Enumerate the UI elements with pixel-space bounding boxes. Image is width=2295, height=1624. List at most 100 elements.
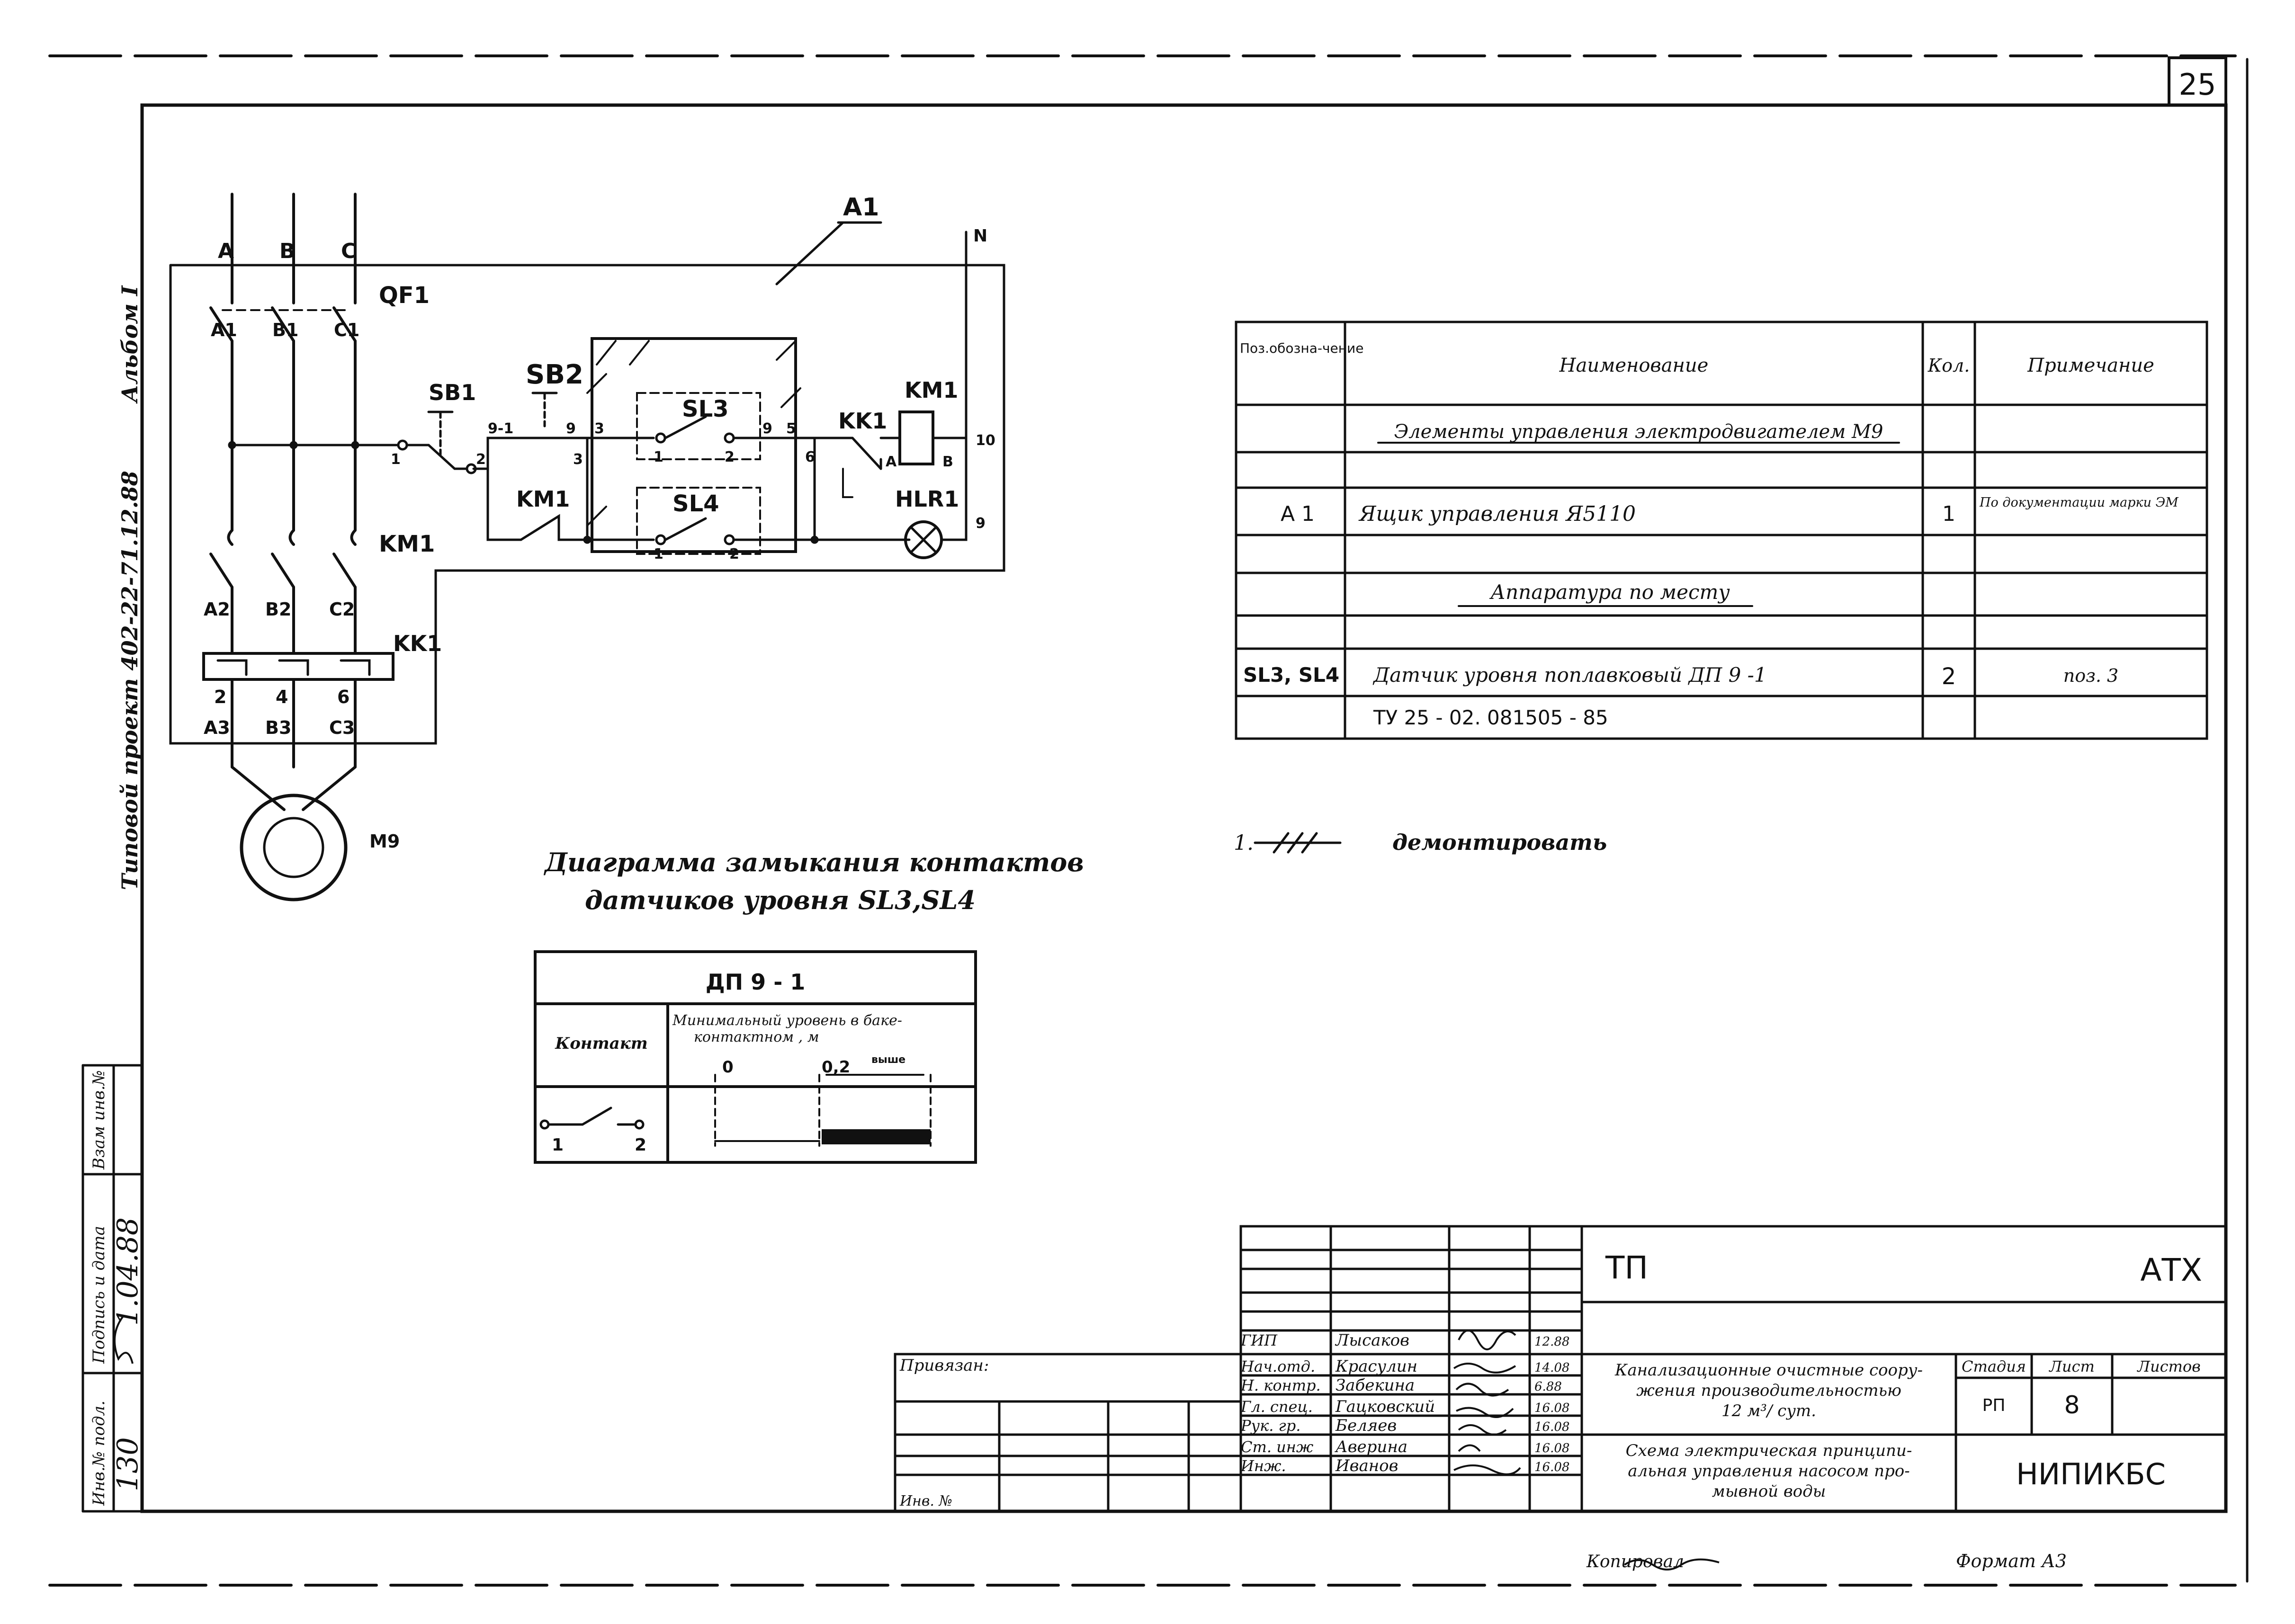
format-label: Формат А3 (1956, 1551, 2067, 1571)
motor-m9-outer (240, 794, 348, 901)
tb-role-2: Н. контр. (1240, 1376, 1321, 1394)
tb-role-3: Гл. спец. (1240, 1398, 1313, 1416)
sb2-start-button (531, 392, 589, 541)
sl4-contact (586, 517, 911, 545)
sb1-stop-button (397, 410, 477, 474)
node-5: 5 (786, 420, 796, 437)
a1-leader (775, 221, 844, 286)
tb-role-0: ГИП (1240, 1331, 1278, 1349)
signatures (114, 1315, 1720, 1570)
motor-leads (231, 678, 357, 811)
node-10: 10 (976, 432, 995, 449)
sb1-label: SB1 (429, 380, 476, 405)
tb-name-4: Беляев (1335, 1416, 1397, 1435)
tb-date-4: 16.08 (1534, 1420, 1569, 1434)
tb-name-1: Красулин (1335, 1357, 1417, 1376)
closed-range-bar (822, 1129, 931, 1144)
motor-label: M9 (369, 831, 400, 852)
kk1-num-4: 4 (276, 687, 288, 707)
node-dot-3 (583, 535, 592, 544)
spec-a1-note: По документации марки ЭМ (1979, 495, 2179, 510)
node-9-1: 9-1 (488, 420, 513, 437)
term-a1: A1 (211, 320, 237, 340)
diagram-col2-line2: контактном , м (694, 1029, 819, 1045)
term-c2: C2 (329, 599, 355, 620)
diagram-scale (714, 1074, 932, 1147)
tb-stage-header: Стадия (1962, 1357, 2026, 1375)
term-b2: B2 (265, 599, 291, 620)
tb-name-3: Гацковский (1335, 1397, 1435, 1416)
note-number: 1. (1234, 831, 1254, 855)
tb-object-1: Канализационные очистные соору- (1614, 1361, 1923, 1380)
diagram-title-2: датчиков уровня SL3,SL4 (585, 885, 976, 915)
note-text: демонтировать (1392, 830, 1607, 855)
spec-header-name: Наименование (1559, 355, 1709, 376)
tb-name-0: Лысаков (1335, 1331, 1409, 1350)
node-1: 1 (391, 451, 401, 468)
contact-diagram-grid (534, 950, 977, 1164)
node-a: A (886, 454, 897, 470)
diagram-col-contact: Контакт (555, 1034, 647, 1053)
wire-lamp-n (940, 437, 968, 541)
sl4-term-1: 1 (654, 546, 663, 562)
a1-label: A1 (843, 193, 879, 222)
spec-table-grid (1235, 321, 2208, 740)
a1-enclosure (169, 264, 1005, 745)
spec-a1-name: Ящик управления Я5110 (1358, 502, 1636, 526)
km1-aux-branch (486, 467, 522, 541)
hlr1-label: HLR1 (895, 486, 959, 512)
sl3-contact (586, 415, 816, 444)
copied-by: Копировал (1586, 1552, 1684, 1571)
tb-object-2: жения производительностью (1636, 1381, 1901, 1400)
diagram-contact-1: 1 (552, 1135, 564, 1155)
album-label: Альбом I (117, 285, 143, 404)
tb-date-6: 16.08 (1534, 1460, 1569, 1474)
demolition-hatch (586, 340, 801, 526)
diagram-table-title: ДП 9 - 1 (706, 969, 806, 995)
node-b: B (942, 454, 953, 470)
sb2-label: SB2 (526, 359, 583, 390)
kk1-num-6: 6 (337, 687, 350, 707)
spec-section-2: Аппаратура по месту (1489, 580, 1730, 604)
phase-b-label: B (279, 239, 296, 263)
stamp-vzam: Взам инв.№ (90, 1070, 108, 1170)
spec-sl-pos: SL3, SL4 (1243, 663, 1339, 687)
tb-sheet-2: альная управления насосом про- (1628, 1462, 1910, 1481)
km1-aux-contact (520, 514, 589, 541)
tb-org: НИПИКБС (2016, 1457, 2166, 1491)
tb-role-6: Инж. (1240, 1457, 1286, 1475)
spec-header-note: Примечание (2027, 355, 2154, 376)
km1-coil-label: KM1 (905, 377, 958, 403)
node-2: 2 (476, 451, 486, 468)
km1-main-label: KM1 (379, 531, 435, 557)
tb-privyazan: Привязан: (899, 1356, 989, 1375)
wire-sb1-sb2 (472, 437, 551, 470)
demolition-box (591, 337, 797, 553)
tb-name-6: Иванов (1335, 1456, 1398, 1475)
stamp-inv-value: 130 (111, 1437, 144, 1491)
stamp-date-value: 1.04.88 (111, 1217, 144, 1326)
kk1-num-2: 2 (214, 687, 226, 707)
tb-date-2: 6.88 (1534, 1380, 1562, 1394)
tb-role-4: Рук. гр. (1240, 1417, 1300, 1435)
diagram-contact-2: 2 (635, 1135, 646, 1155)
page-number-box (2168, 56, 2227, 107)
diagram-tick-02: 0,2 (822, 1058, 850, 1077)
tb-sheet-1: Схема электрическая принципи- (1626, 1441, 1912, 1460)
spec-a1-qty: 1 (1942, 502, 1955, 526)
qf1-label: QF1 (379, 282, 430, 309)
phase-c-label: C (341, 239, 356, 263)
tb-list-header: Лист (2048, 1357, 2095, 1375)
neutral-label: N (973, 226, 987, 246)
node-9c: 9 (976, 515, 986, 532)
kk1-thermal-block (202, 652, 394, 681)
km1-coil (898, 410, 934, 465)
tap-dot-b (289, 441, 298, 449)
tb-date-5: 16.08 (1534, 1441, 1569, 1455)
tb-date-3: 16.08 (1534, 1401, 1569, 1415)
diagram-contact-symbol (539, 1106, 645, 1130)
spec-a1-pos: A 1 (1281, 502, 1315, 526)
privyazan-grid (894, 1353, 1242, 1513)
tb-list: 8 (2064, 1391, 2080, 1419)
